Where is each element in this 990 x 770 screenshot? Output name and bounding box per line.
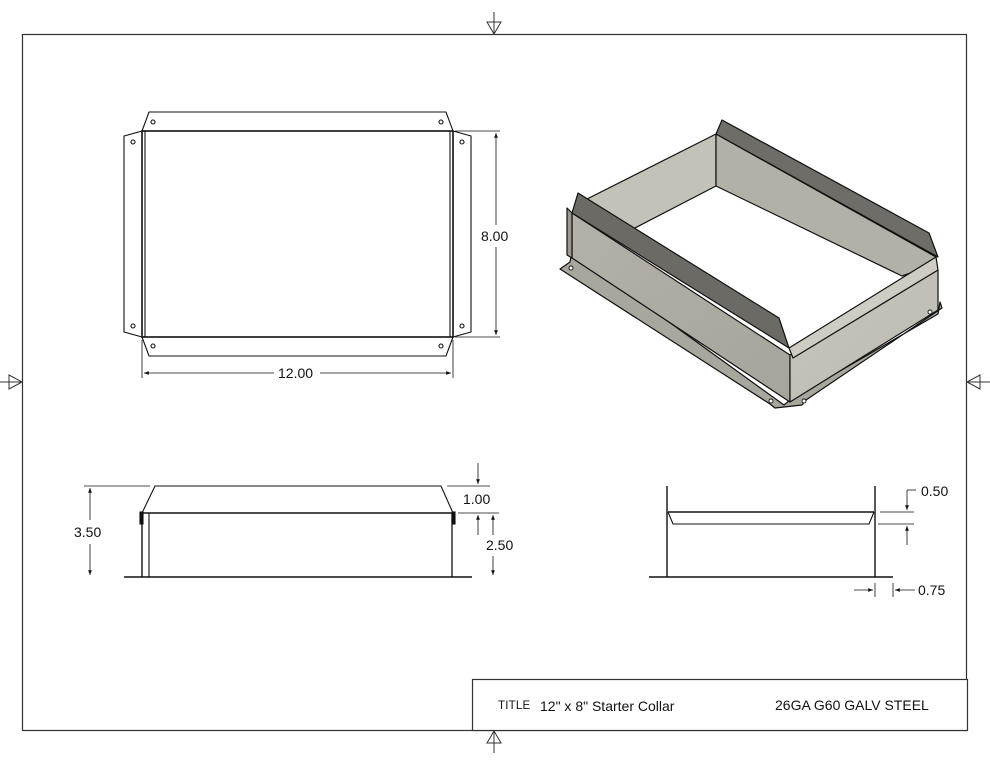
isometric-view — [559, 119, 943, 409]
center-mark-right-icon — [965, 374, 990, 390]
dim-body-height: 2.50 — [486, 537, 513, 553]
dim-width-12: 12.00 — [278, 365, 313, 381]
center-mark-top-icon — [486, 12, 502, 35]
front-view — [84, 463, 499, 578]
dim-flange-offset: 0.50 — [921, 483, 948, 499]
dim-base-flange: 0.75 — [918, 582, 945, 598]
dim-overall-height: 3.50 — [74, 524, 101, 540]
drawing-title: 12" x 8" Starter Collar — [540, 698, 675, 714]
dim-flange-height: 1.00 — [463, 491, 490, 507]
title-label: TITLE — [498, 700, 531, 712]
title-block — [471, 678, 969, 732]
dim-height-8: 8.00 — [481, 228, 508, 244]
center-mark-bottom-icon — [486, 730, 502, 753]
side-view — [649, 486, 916, 597]
center-mark-left-icon — [0, 374, 24, 390]
material-spec: 26GA G60 GALV STEEL — [775, 697, 929, 713]
top-view — [123, 111, 500, 378]
